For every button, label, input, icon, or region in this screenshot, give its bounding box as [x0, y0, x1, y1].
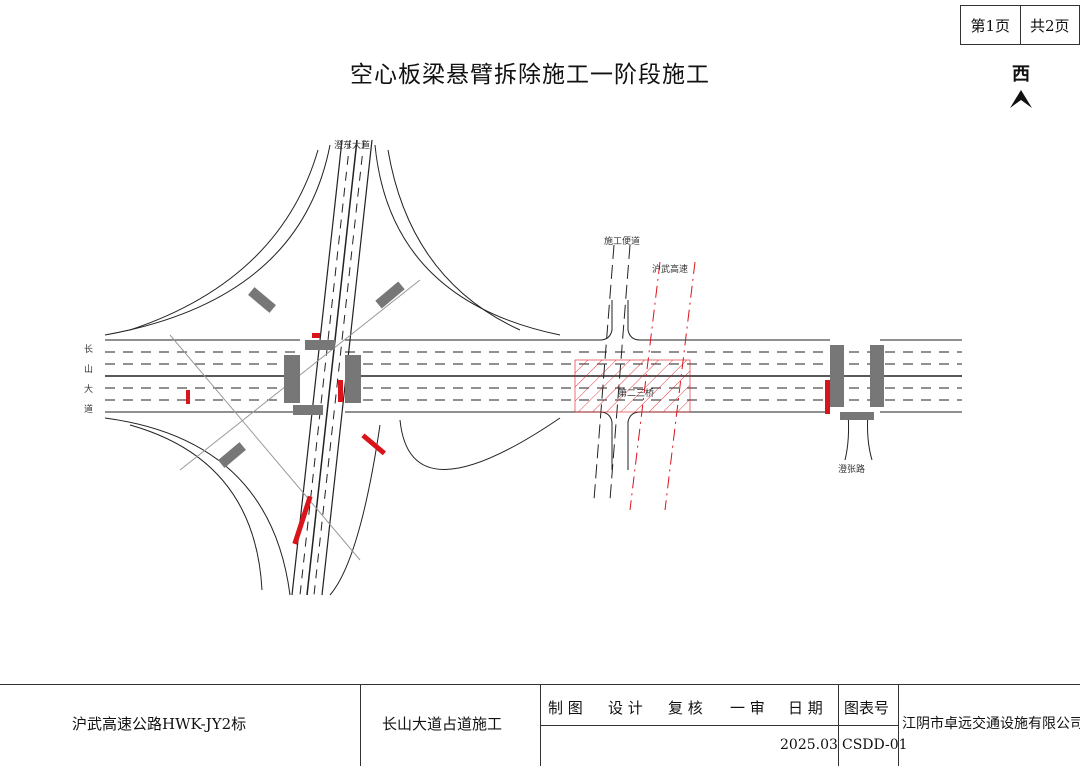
drawing-date: 2025.03: [780, 737, 838, 753]
label-west-road-4: 道: [84, 403, 93, 415]
north-label: 西: [1012, 64, 1030, 85]
label-bridge: 第二三桥: [618, 387, 654, 399]
project-name: 沪武高速公路HWK-JY2标: [72, 715, 247, 733]
road-plan-drawing: 澄东大道 长 山 大 道 施工便道 沪武高速 第二三桥 澄张路: [84, 139, 962, 596]
page-number-box: 第1页 共2页: [960, 5, 1080, 45]
label-west-road-2: 山: [84, 364, 93, 375]
role-drawing-no: 图表号: [844, 699, 890, 717]
label-construction-access: 施工便道: [604, 235, 640, 247]
drawing-number: CSDD-01: [842, 737, 908, 753]
north-arrow-icon: [1010, 90, 1032, 108]
north-indicator: 西: [1004, 60, 1038, 114]
page-current: 第1页: [970, 16, 1011, 35]
label-west-road-3: 大: [84, 383, 93, 395]
label-west-road-1: 长: [84, 343, 93, 355]
role-designer: 设 计: [608, 699, 643, 717]
role-drafter: 制 图: [548, 699, 583, 717]
label-expressway: 沪武高速: [652, 263, 688, 275]
page-total: 共2页: [1019, 6, 1080, 44]
role-date: 日 期: [788, 699, 823, 717]
drawing-name: 长山大道占道施工: [382, 715, 503, 733]
label-north-road: 澄东大道: [334, 139, 370, 151]
role-reviewer: 复 核: [668, 699, 703, 717]
label-south-road: 澄张路: [838, 463, 865, 475]
company-name: 江阴市卓远交通设施有限公司: [902, 716, 1080, 732]
role-approver: 一 审: [730, 699, 765, 717]
title-block: 沪武高速公路HWK-JY2标 长山大道占道施工 制 图 设 计 复 核 一 审 …: [0, 684, 1080, 766]
drawing-title: 空心板梁悬臂拆除施工一阶段施工: [350, 62, 710, 88]
